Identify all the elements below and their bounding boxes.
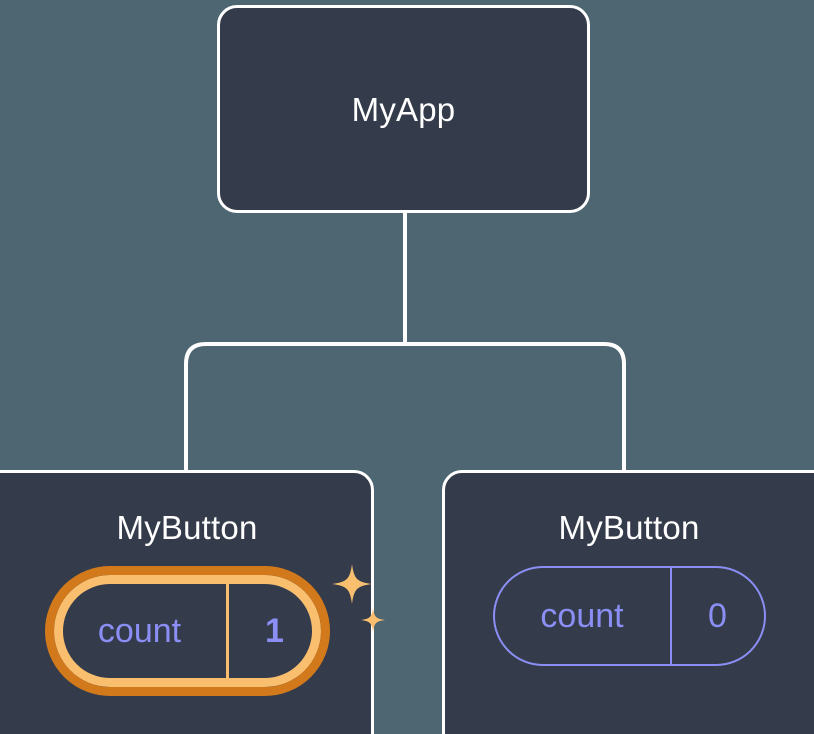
state-pill-wrapper: count 1	[44, 564, 385, 696]
state-pill[interactable]: count 0	[492, 566, 766, 666]
sparkle-small-icon	[360, 608, 385, 632]
connector-branch-bar	[184, 342, 626, 470]
state-pill-wrapper: count 0	[492, 566, 766, 666]
state-pill-highlighted[interactable]: count 1	[44, 566, 330, 696]
tree-node-root[interactable]: MyApp	[217, 5, 590, 213]
sparkle-large-icon	[331, 564, 372, 604]
tree-node-mybutton-1[interactable]: MyButton count 1	[0, 470, 385, 734]
node-title: MyButton	[558, 509, 700, 546]
state-value: 0	[708, 597, 727, 635]
tree-node-mybutton-2[interactable]: MyButton count 0	[442, 470, 814, 734]
state-key: count	[54, 575, 229, 687]
sparkles-group	[331, 564, 385, 632]
state-key: count	[495, 568, 672, 664]
node-title: MyApp	[351, 90, 456, 128]
node-title: MyButton	[116, 509, 258, 546]
state-value: 1	[265, 612, 284, 650]
